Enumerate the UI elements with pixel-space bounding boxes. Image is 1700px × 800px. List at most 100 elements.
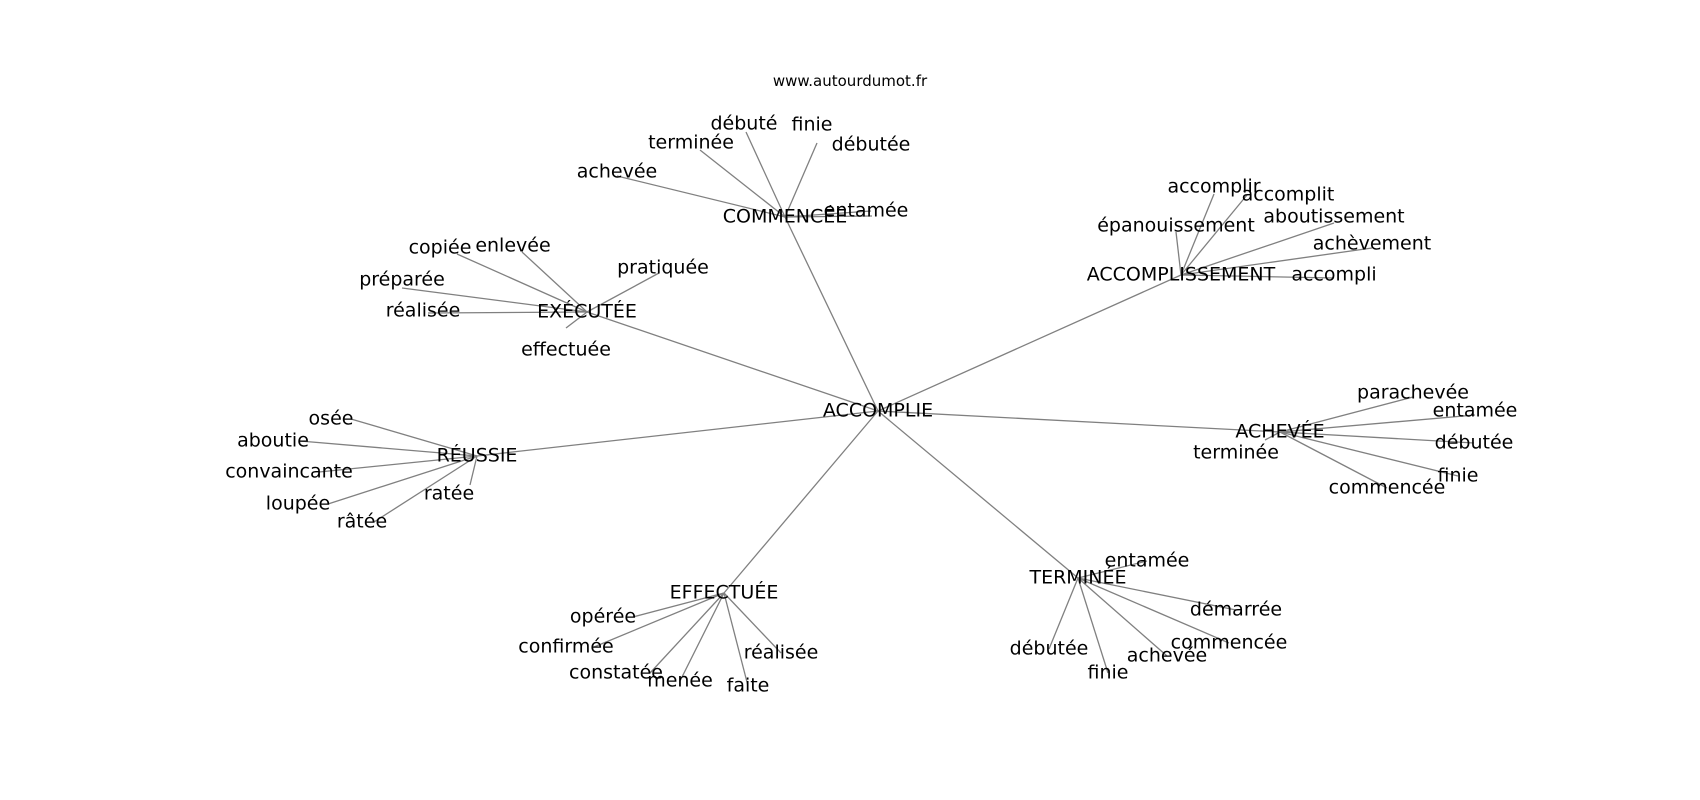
edge-hub-to-word [1180,193,1215,276]
word-node-label: préparée [359,269,445,291]
word-node-label: loupée [266,493,330,515]
edge-hub-to-word [1077,577,1109,674]
edge-hub-to-word [1180,247,1373,276]
edge-hub-to-word [521,251,588,313]
edge-hub-to-word [1279,396,1414,433]
edge-hub-to-word [679,592,725,682]
word-node-label: réalisée [744,642,819,664]
hub-node-label: COMMENCÉE [723,205,848,228]
word-node-label: copiée [409,237,472,259]
edge-hub-to-word [1077,577,1168,657]
edge-hub-to-word [745,131,786,218]
edge-hub-to-word [401,287,588,313]
edge-hub-to-word [784,215,873,218]
edge-hub-to-word [1175,231,1182,276]
edge-hub-to-word [1279,431,1388,489]
edge-hub-to-word [456,253,588,313]
edge-center-to-hub [784,216,879,412]
watermark-text: www.autourdumot.fr [772,72,928,90]
hub-node-label: ACCOMPLISSEMENT [1087,264,1276,286]
word-node-label: terminée [1193,442,1279,464]
word-node-label: accompli [1291,264,1376,286]
edge-hub-to-word [1279,431,1459,477]
word-node-label: enlevée [475,235,550,257]
edge-hub-to-word [586,272,660,313]
edge-hub-to-word [469,455,478,486]
edge-hub-to-word [723,592,782,654]
edge-hub-to-word [565,311,588,329]
word-node-label: terminée [648,132,734,154]
edge-hub-to-word [318,455,478,473]
edge-hub-to-word [350,418,478,457]
edge-center-to-hub [723,410,879,594]
word-node-label: effectuée [521,339,611,361]
edge-center-to-hub [877,410,1281,433]
word-node-label: commencée [1171,632,1288,654]
word-node-label: débutée [832,134,911,156]
word-node-label: épanouissement [1097,215,1255,237]
edge-hub-to-word [784,210,872,218]
word-node-label: finie [1438,465,1479,487]
word-node-label: accomplir [1167,176,1260,198]
edge-hub-to-word [616,175,786,218]
hub-node-label: EFFECTUÉE [670,581,779,604]
edge-hub-to-word [1048,577,1079,650]
word-node-label: réalisée [386,300,461,322]
word-node-label: confirmée [518,636,613,658]
edge-center-to-hub [877,410,1079,579]
edge-hub-to-word [427,311,588,314]
edge-hub-to-word [1180,222,1335,276]
edge-hub-to-word [593,592,725,648]
word-node-label: débuté [711,113,778,135]
word-node-label: osée [309,408,354,430]
word-node-label: râtée [337,511,387,533]
edge-hub-to-word [1264,431,1281,441]
edge-hub-to-word [1077,577,1230,644]
word-node-label: entamée [824,200,909,222]
word-node-label: constatée [569,662,663,684]
hub-node-label: TERMINÉE [1028,566,1126,589]
hub-node-label: EXÉCUTÉE [537,300,637,323]
edge-hub-to-word [1077,577,1237,611]
word-node-label: finie [1088,662,1129,684]
word-node-label: entamée [1105,550,1190,572]
hub-node-label: ACHEVÉE [1235,420,1324,443]
edge-hub-to-word [1180,274,1335,279]
edge-hub-to-word [632,592,725,618]
edge-center-to-hub [586,311,879,412]
word-node-label: achevée [577,161,657,183]
word-node-label: parachevée [1357,382,1469,404]
edge-hub-to-word [373,455,478,523]
word-node-label: finie [792,114,833,136]
word-node-label: convaincante [225,461,353,483]
word-node-label: ratée [424,483,474,505]
edge-hub-to-word [1180,194,1248,276]
word-node-label: débutée [1435,432,1514,454]
edge-hub-to-word [1279,414,1476,433]
word-node-label: achèvement [1313,233,1431,255]
edge-hub-to-word [723,592,749,687]
word-node-label: commencée [1329,477,1446,499]
edge-hub-to-word [784,142,818,218]
word-node-label: opérée [570,606,636,628]
word-node-label: accomplit [1242,184,1335,206]
word-node-label: achevée [1127,645,1207,667]
word-node-label: aboutie [237,430,309,452]
word-node-label: débutée [1010,638,1089,660]
edge-hub-to-word [1077,560,1148,579]
labels: ACCOMPLIE COMMENCÉE ACCOMPLISSEMENT EXÉCUTÉ… [225,113,1517,697]
edge-center-to-hub [476,410,879,457]
word-node-label: menée [647,670,713,692]
hub-node-label: RÉUSSIE [437,444,518,467]
edge-center-to-hub [877,274,1182,412]
word-node-label: faite [727,675,770,697]
word-node-label: entamée [1433,400,1518,422]
word-node-label: démarrée [1190,599,1282,621]
word-node-label: aboutissement [1263,206,1404,228]
edge-hub-to-word [299,440,478,457]
center-node-label: ACCOMPLIE [823,400,933,422]
edge-hub-to-word [1279,431,1475,444]
edge-hub-to-word [699,149,786,218]
